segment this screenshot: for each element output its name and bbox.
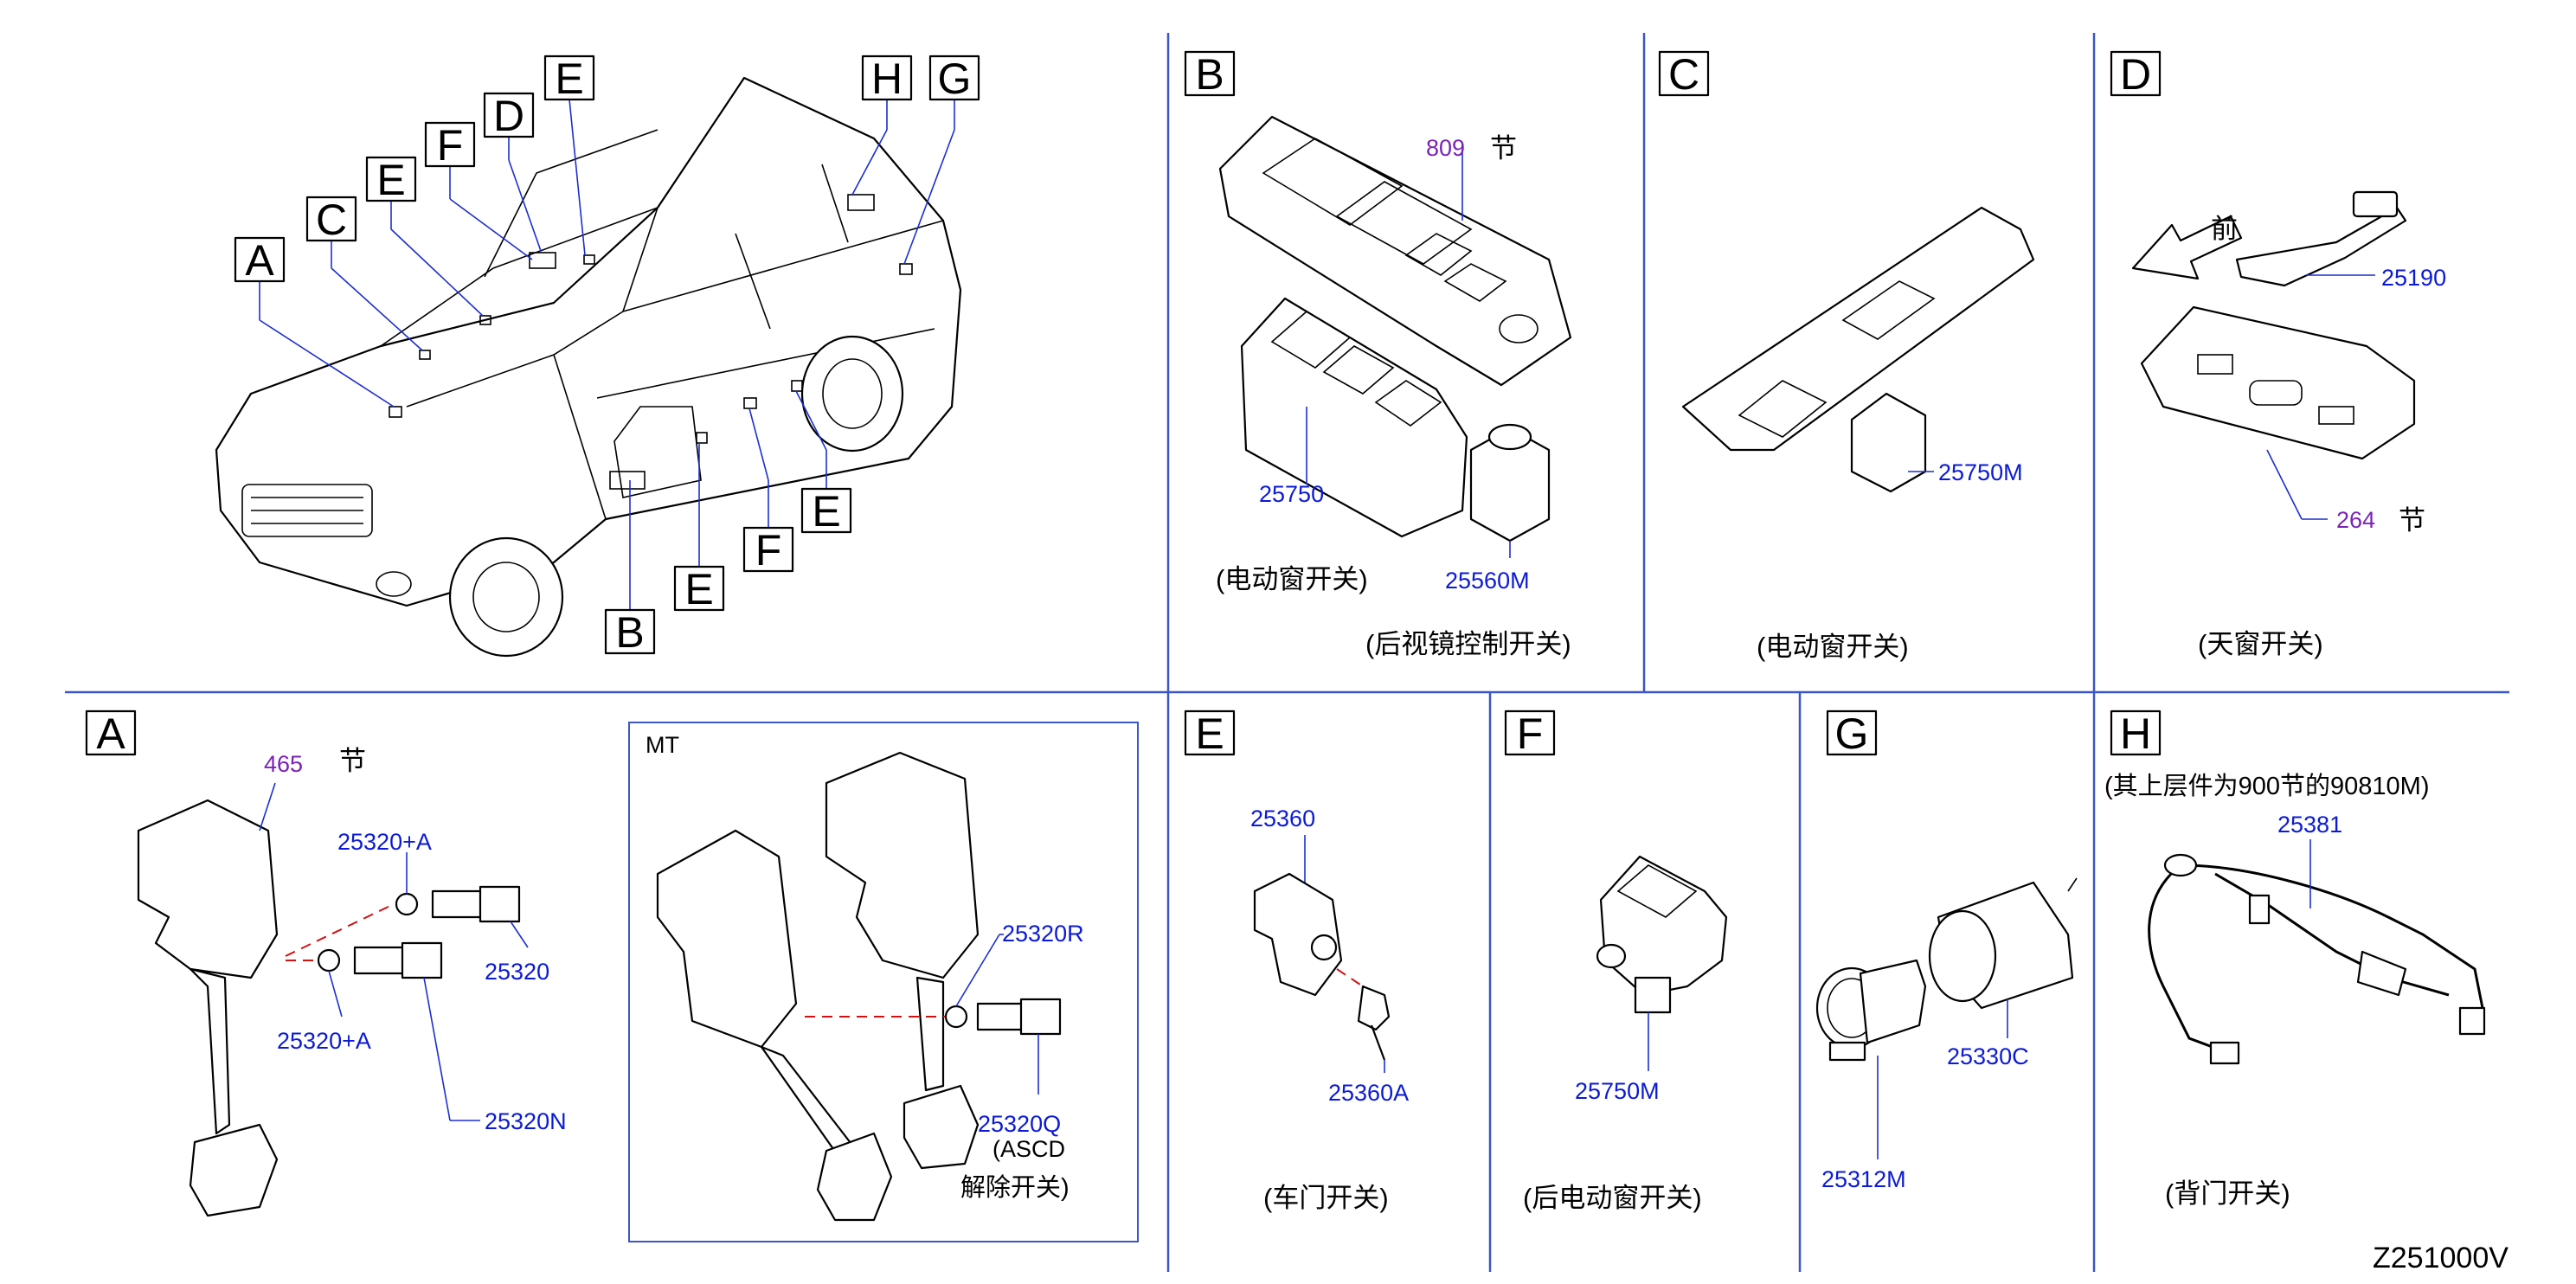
part-25750: 25750 xyxy=(1259,481,1324,507)
section-c-caption: (电动窗开关) xyxy=(1757,632,1909,662)
section-f-label: F xyxy=(1517,709,1544,758)
section-e-label: E xyxy=(1195,709,1224,758)
brake-pedal-bracket-mt xyxy=(825,751,980,979)
section-c: C 25750M (电动窗开关) xyxy=(1658,50,2035,662)
section-d-label: D xyxy=(2120,50,2151,99)
section-g-label: G xyxy=(1835,709,1869,758)
rear-window-switch xyxy=(1599,855,1728,997)
part-25360: 25360 xyxy=(1250,806,1315,831)
part-25320: 25320 xyxy=(485,959,549,985)
back-door-harness xyxy=(2148,863,2225,1053)
part-25360a: 25360A xyxy=(1328,1080,1409,1106)
callout-a: A xyxy=(245,236,274,285)
section-b-part-value: 809 xyxy=(1426,135,1465,161)
part-25320r: 25320R xyxy=(1002,921,1084,947)
section-f: F 25750M (后电动窗开关) xyxy=(1504,709,1728,1213)
section-a-part-value: 465 xyxy=(264,751,303,777)
grid-lines xyxy=(65,33,2509,1272)
callout-g: G xyxy=(938,55,972,103)
mt-label: MT xyxy=(646,732,679,758)
ascd-note-line-1: (ASCD xyxy=(992,1136,1065,1162)
part-25190: 25190 xyxy=(2381,265,2446,291)
callout-f-1: F xyxy=(437,121,464,170)
brake-pedal xyxy=(189,967,231,1135)
callout-f-2: F xyxy=(755,526,782,575)
clutch-pedal-bracket xyxy=(656,829,798,1049)
section-b-caption-1: (电动窗开关) xyxy=(1216,564,1368,594)
part-25750m-c: 25750M xyxy=(1938,459,2023,485)
section-a-unit: 节 xyxy=(339,746,366,776)
front-arrow-icon xyxy=(2131,215,2243,280)
ascd-note-line-2: 解除开关) xyxy=(960,1173,1070,1202)
section-h-note: (其上层件为900节的90810M) xyxy=(2104,772,2430,800)
part-25320-a-2: 25320+A xyxy=(277,1028,371,1054)
callout-e-1: E xyxy=(376,156,405,204)
section-d-unit: 节 xyxy=(2399,505,2425,536)
part-25750m-f: 25750M xyxy=(1575,1078,1660,1104)
door-switch xyxy=(1253,872,1343,997)
callout-e-4: E xyxy=(812,487,840,536)
brake-pedal-bracket xyxy=(137,799,279,979)
section-a-label: A xyxy=(96,709,125,758)
callout-d: D xyxy=(493,92,524,140)
section-d-front-label: 前 xyxy=(2211,214,2238,244)
section-d-caption: (天窗开关) xyxy=(2198,629,2323,659)
section-c-label: C xyxy=(1668,50,1699,99)
car-callouts: A C E F D E H G B E F E xyxy=(234,55,980,657)
section-e: E 25360 25360A (车门开关) xyxy=(1184,709,1409,1213)
part-25320q: 25320Q xyxy=(978,1111,1061,1137)
part-25320n: 25320N xyxy=(485,1108,567,1134)
section-a: A 465 节 25320+A 25320 25320+A 25320N MT xyxy=(85,709,1139,1242)
callout-e-3: E xyxy=(684,565,713,613)
callout-e-2: E xyxy=(555,55,583,103)
sunroof-console xyxy=(2140,305,2416,460)
section-h: H (其上层件为900节的90810M) 25381 (背门开关) xyxy=(2104,709,2486,1209)
section-f-caption: (后电动窗开关) xyxy=(1523,1183,1702,1213)
callout-c: C xyxy=(316,196,347,244)
section-d: D 前 25190 264 节 (天窗开关) xyxy=(2110,50,2446,659)
section-g: G 25330C 25312M xyxy=(1815,709,2078,1192)
section-b: B 809 节 25750 25560M (电动窗开关) (后视镜控制开关) xyxy=(1184,50,1572,659)
section-b-unit: 节 xyxy=(1490,133,1517,164)
section-b-caption-2: (后视镜控制开关) xyxy=(1365,629,1571,659)
section-e-caption: (车门开关) xyxy=(1263,1183,1389,1213)
mt-box xyxy=(628,722,1139,1242)
part-25320-a-1: 25320+A xyxy=(337,829,432,855)
part-25381: 25381 xyxy=(2277,812,2342,838)
callout-h: H xyxy=(871,55,903,103)
part-25560m: 25560M xyxy=(1445,568,1530,594)
section-d-part-value: 264 xyxy=(2336,507,2375,533)
section-h-caption: (背门开关) xyxy=(2165,1178,2290,1209)
part-25312m: 25312M xyxy=(1821,1166,1906,1192)
car-callout-leaders xyxy=(259,99,955,610)
callout-b: B xyxy=(615,608,644,657)
section-b-label: B xyxy=(1195,50,1224,99)
section-h-label: H xyxy=(2120,709,2151,758)
diagram-code: Z251000V xyxy=(2373,1242,2509,1274)
car-overview xyxy=(215,76,962,658)
part-25330c: 25330C xyxy=(1947,1043,2029,1069)
